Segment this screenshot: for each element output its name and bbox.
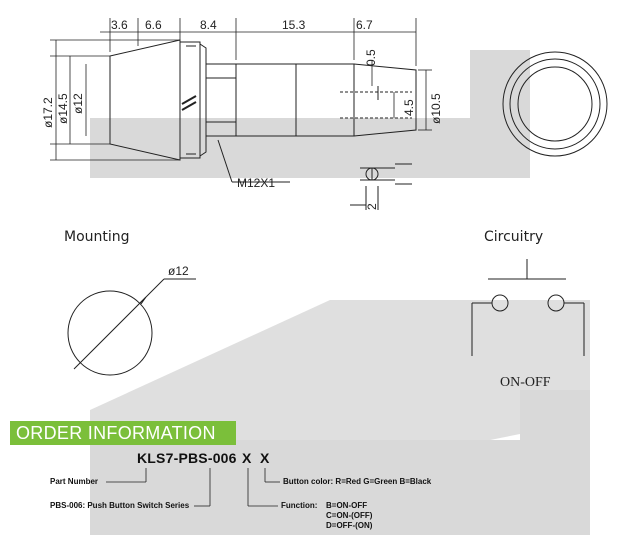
dim-0-5: 0.5	[364, 49, 378, 66]
function-option-b: B=ON-OFF	[326, 501, 368, 510]
button-color-label: Button color: R=Red G=Green B=Black	[283, 477, 432, 486]
dim-3-6: 3.6	[111, 18, 128, 32]
dim-8-4: 8.4	[200, 18, 217, 32]
function-option-d: D=OFF-(ON)	[326, 521, 373, 530]
dim-6-7: 6.7	[356, 18, 373, 32]
dim-14-5: ø14.5	[56, 93, 70, 124]
order-leader-lines	[106, 468, 280, 507]
mounting-hole	[67, 278, 196, 376]
series-label: PBS-006: Push Button Switch Series	[50, 501, 190, 510]
circuit-symbol	[471, 259, 585, 356]
function-options: B=ON-OFF C=ON-(OFF) D=OFF-(ON)	[326, 501, 372, 531]
dim-10-5: ø10.5	[429, 93, 443, 124]
circuitry-title: Circuitry	[484, 229, 543, 245]
dim-4-5: 4.5	[402, 99, 416, 116]
function-option-c: C=ON-(OFF)	[326, 511, 373, 520]
order-information-header: ORDER INFORMATION	[10, 421, 236, 445]
dim-15-3: 15.3	[282, 18, 306, 32]
front-view	[502, 51, 608, 157]
dim-17-2: ø17.2	[41, 97, 55, 128]
code-option-color: X	[260, 450, 270, 466]
mounting-hole-dim: ø12	[168, 264, 189, 278]
dim-6-6: 6.6	[145, 18, 162, 32]
switch-type-label: ON-OFF	[500, 375, 551, 390]
part-number-label: Part Number	[50, 477, 99, 486]
dim-12: ø12	[71, 93, 85, 114]
function-label: Function:	[281, 501, 318, 510]
code-option-function: X	[242, 450, 252, 466]
part-code: KLS7-PBS-006	[137, 450, 237, 466]
mounting-title: Mounting	[64, 229, 130, 245]
thread-label: M12X1	[237, 176, 275, 190]
watermark-logo	[90, 50, 590, 535]
terminal-dim: 2	[365, 203, 379, 210]
top-dimension-lines	[50, 18, 432, 161]
